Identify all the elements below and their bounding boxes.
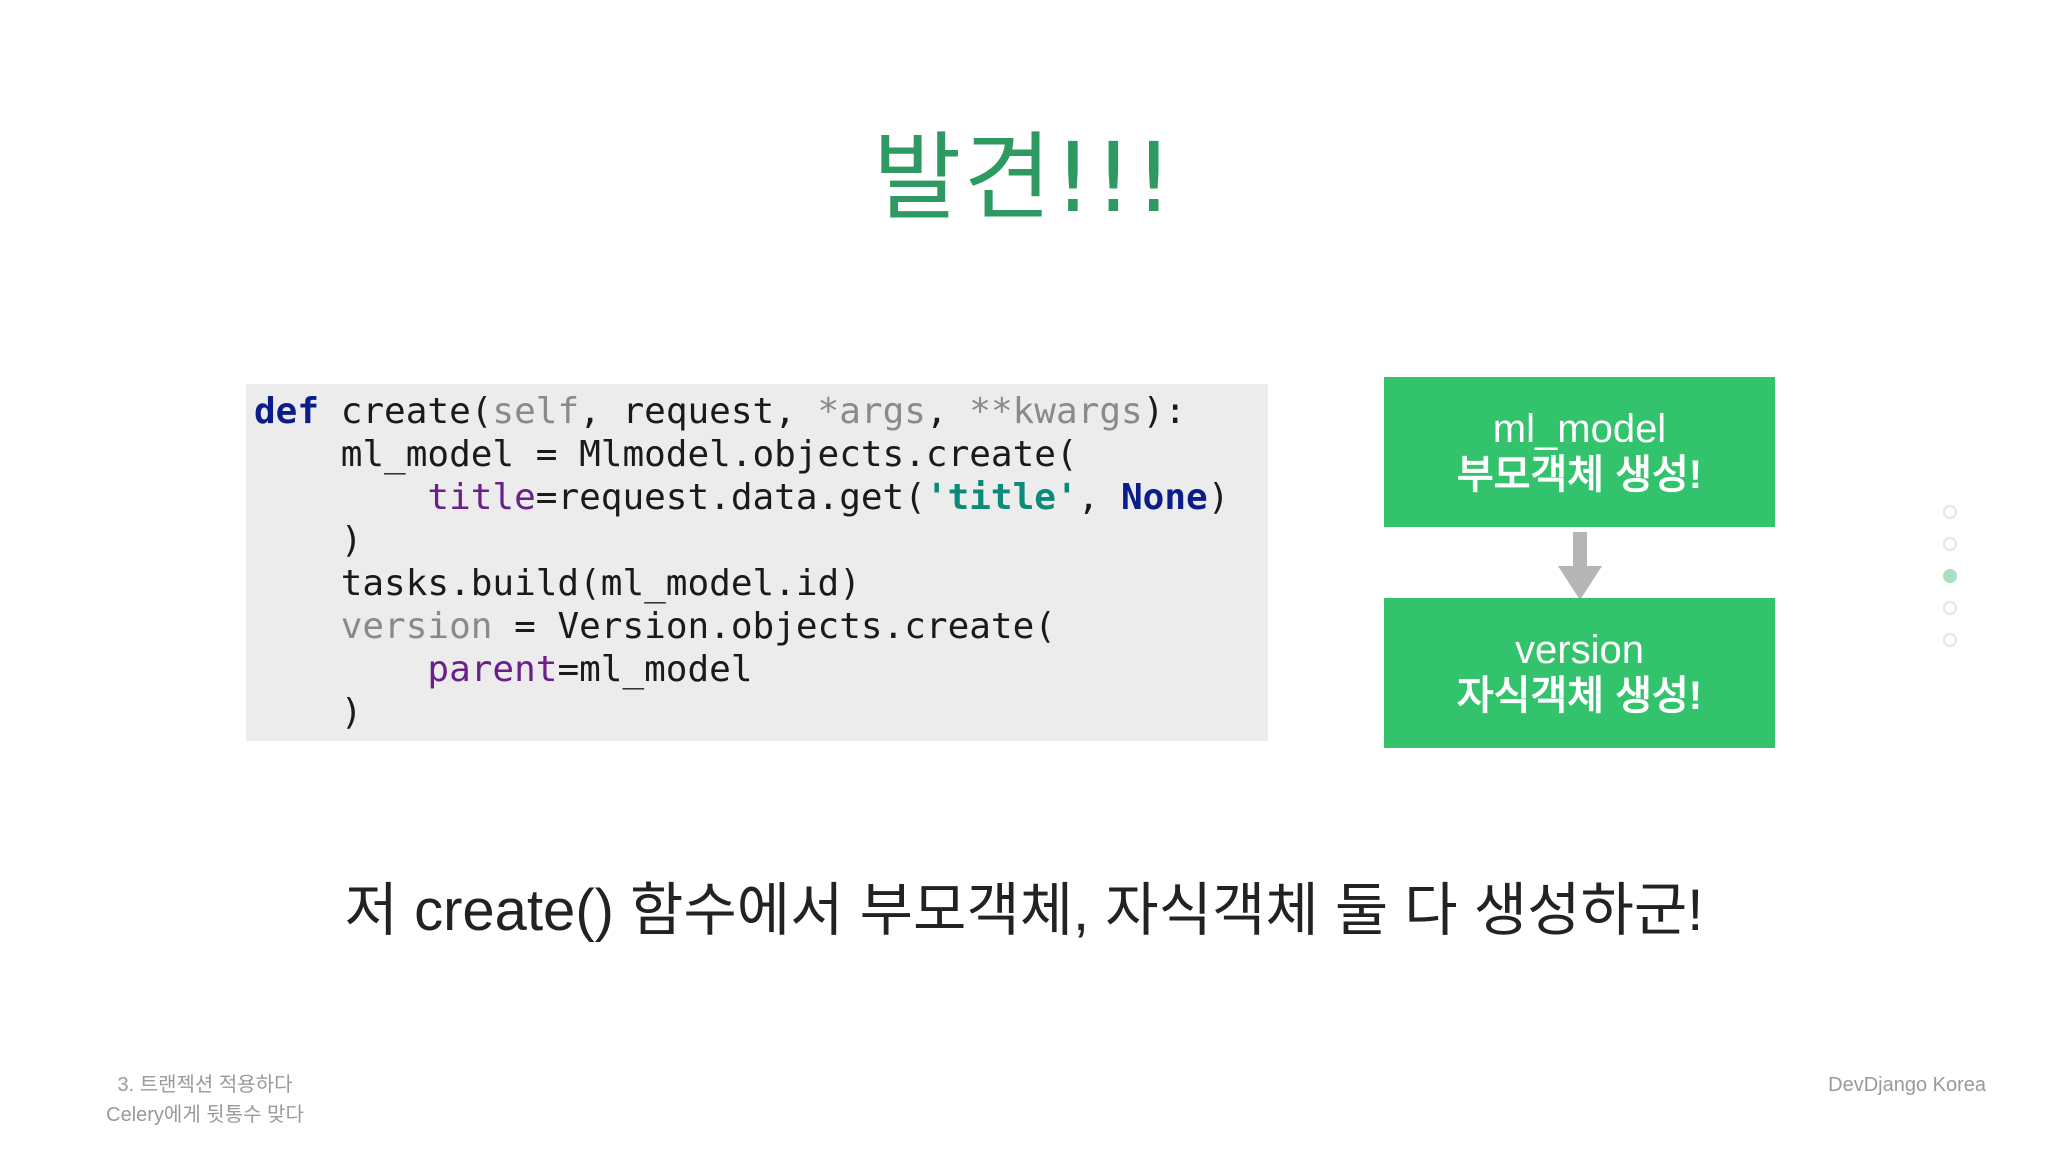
nav-dot[interactable] bbox=[1943, 537, 1957, 551]
code-param-title: title bbox=[427, 477, 536, 518]
brand-footer: DevDjango Korea bbox=[1828, 1074, 1986, 1096]
code-indent bbox=[254, 649, 427, 690]
slide-caption: 저 create() 함수에서 부모객체, 자식객체 둘 다 생성하군! bbox=[344, 878, 1704, 943]
nav-dot[interactable] bbox=[1943, 601, 1957, 615]
code-keyword-def: def bbox=[254, 391, 320, 432]
code-fn-name: create( bbox=[319, 391, 493, 432]
code-param-parent: parent bbox=[427, 649, 558, 690]
parent-box-name: ml_model bbox=[1492, 407, 1667, 451]
code-string-title: 'title' bbox=[925, 477, 1078, 518]
slide-nav-dots bbox=[1943, 505, 1957, 665]
code-get-call: =request.data.get( bbox=[535, 477, 926, 518]
code-var-version: version bbox=[340, 606, 493, 647]
code-indent bbox=[254, 477, 427, 518]
nav-dot[interactable] bbox=[1943, 505, 1957, 519]
code-parent-value: =ml_model bbox=[557, 649, 753, 690]
code-args: *args bbox=[817, 391, 926, 432]
code-line-3-end: ) bbox=[1207, 477, 1230, 518]
code-self: self bbox=[492, 391, 580, 432]
code-keyword-none: None bbox=[1120, 477, 1208, 518]
code-line-1-end: ): bbox=[1142, 391, 1187, 432]
nav-dot[interactable] bbox=[1943, 633, 1957, 647]
code-line-4: ) bbox=[254, 520, 363, 561]
code-line-7: parent=ml_model bbox=[254, 649, 753, 690]
down-arrow-icon bbox=[1558, 532, 1602, 600]
nav-dot-active[interactable] bbox=[1943, 569, 1957, 583]
code-line-2: ml_model = Mlmodel.objects.create( bbox=[254, 434, 1078, 475]
slide-title: 발견!!! bbox=[872, 122, 1176, 234]
parent-object-box: ml_model 부모객체 생성! bbox=[1384, 377, 1775, 527]
code-line-5: tasks.build(ml_model.id) bbox=[254, 563, 861, 604]
code-sep: , bbox=[1077, 477, 1121, 518]
code-kwargs: **kwargs bbox=[969, 391, 1143, 432]
parent-box-desc: 부모객체 생성! bbox=[1456, 453, 1703, 497]
code-line-3: title=request.data.get('title', None) bbox=[254, 477, 1229, 518]
code-request: , request, bbox=[579, 391, 818, 432]
code-line-8: ) bbox=[254, 692, 363, 733]
code-sep: , bbox=[925, 391, 970, 432]
section-footer: 3. 트랜젝션 적용하다 Celery에게 뒷통수 맞다 bbox=[75, 1070, 335, 1130]
code-block: def create(self, request, *args, **kwarg… bbox=[246, 384, 1268, 741]
code-line-6: version = Version.objects.create( bbox=[254, 606, 1056, 647]
section-subtitle: Celery에게 뒷통수 맞다 bbox=[106, 1104, 304, 1126]
section-number: 3. 트랜젝션 적용하다 bbox=[117, 1074, 293, 1096]
code-version-create: = Version.objects.create( bbox=[492, 606, 1056, 647]
code-text: def create(self, request, *args, **kwarg… bbox=[254, 390, 1268, 734]
child-object-box: version 자식객체 생성! bbox=[1384, 598, 1775, 748]
code-line-1: def create(self, request, *args, **kwarg… bbox=[254, 391, 1186, 432]
child-box-name: version bbox=[1515, 628, 1644, 672]
code-indent bbox=[254, 606, 341, 647]
child-box-desc: 자식객체 생성! bbox=[1456, 674, 1703, 718]
